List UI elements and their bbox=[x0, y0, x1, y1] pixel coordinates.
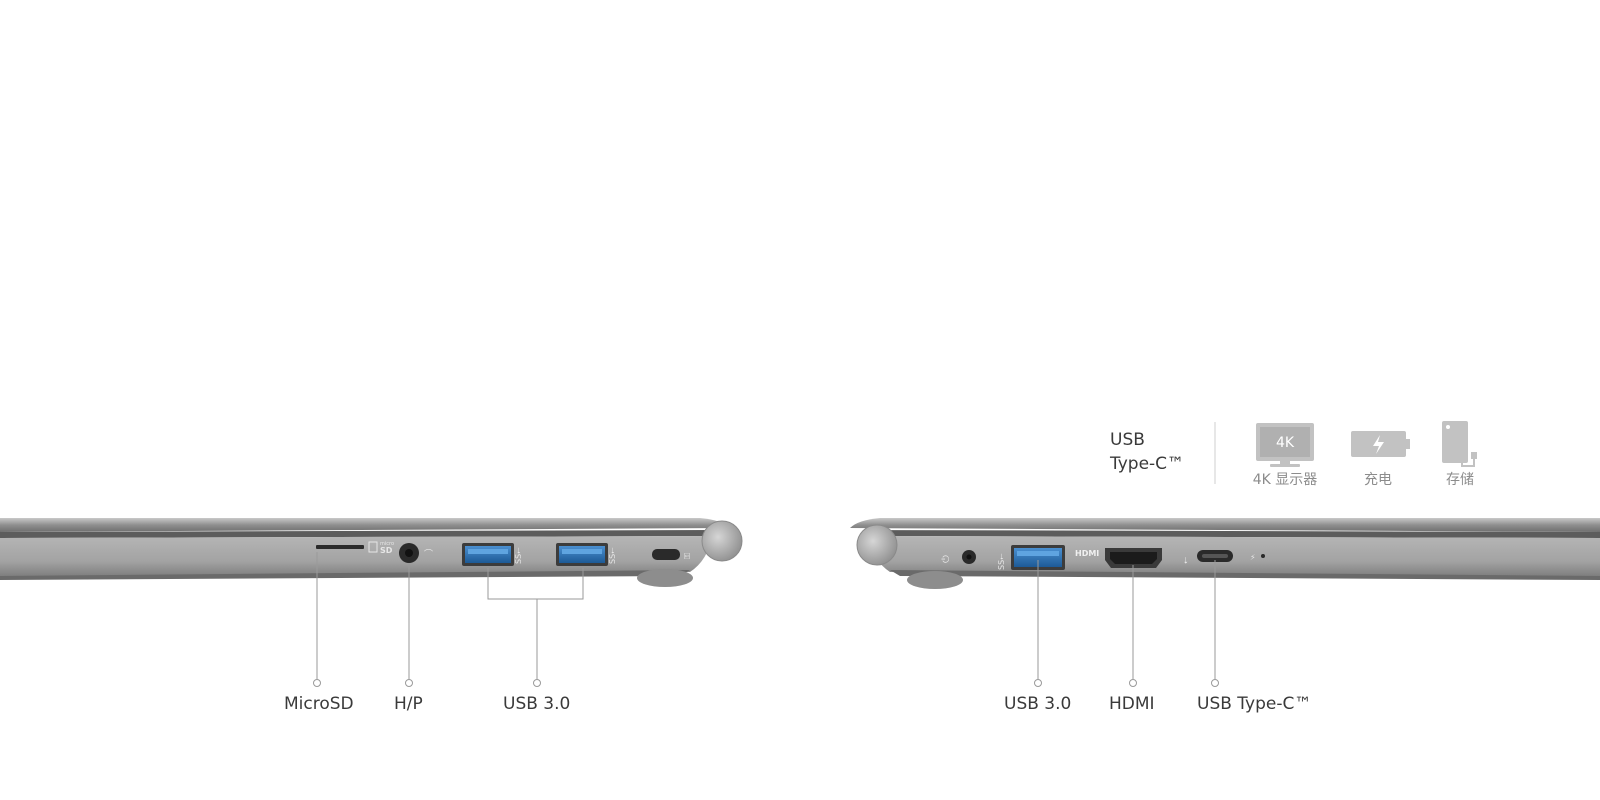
right-laptop: ⏻ SS⭠ HDMI ⭠ ⚡ bbox=[850, 518, 1600, 687]
power-led-mark-icon: ⚡ bbox=[1250, 553, 1256, 562]
kensington-lock-slot bbox=[652, 549, 680, 560]
usb-left-pin-dot bbox=[533, 679, 541, 687]
left-laptop: micro SD ⌒ SS⭠ SS⭠ ⚿ bbox=[0, 518, 743, 687]
label-usb-type-c: USB Type-C™ bbox=[1197, 694, 1312, 714]
right-lid bbox=[850, 518, 1600, 532]
left-lid bbox=[0, 518, 730, 532]
monitor-4k-icon: 4K bbox=[1256, 423, 1314, 467]
svg-text:4K: 4K bbox=[1276, 435, 1295, 451]
hdmi-pin-dot bbox=[1129, 679, 1137, 687]
label-hdmi: HDMI bbox=[1109, 694, 1155, 714]
left-leader-lines bbox=[316, 552, 584, 679]
label-headphone: H/P bbox=[394, 694, 423, 714]
usb-type-c-title-line1: USB bbox=[1110, 430, 1145, 450]
feature-label-4k-display: 4K 显示器 bbox=[1252, 472, 1318, 488]
left-base bbox=[0, 536, 712, 578]
svg-text:micro: micro bbox=[380, 541, 394, 547]
battery-charge-icon bbox=[1351, 431, 1410, 457]
usb-mark-icon: ⭠ bbox=[1181, 557, 1191, 564]
svg-text:SD: SD bbox=[380, 546, 393, 555]
usb-port-left-1 bbox=[462, 543, 514, 566]
external-storage-icon bbox=[1442, 421, 1477, 467]
feature-label-charging: 充电 bbox=[1364, 472, 1392, 488]
right-hinge bbox=[856, 524, 898, 566]
usb-port-right bbox=[1011, 545, 1065, 570]
right-seam bbox=[864, 530, 1600, 538]
right-leader-lines bbox=[1037, 560, 1216, 679]
ss-usb-mark-icon: SS⭠ bbox=[514, 547, 523, 564]
right-bottom-edge bbox=[890, 570, 1600, 580]
left-bottom-edge bbox=[0, 570, 690, 580]
usbc-pin-dot bbox=[1211, 679, 1219, 687]
left-hinge bbox=[701, 520, 743, 562]
ss-usb-mark-icon: SS⭠ bbox=[997, 553, 1006, 570]
usb-port-left-2 bbox=[556, 543, 608, 566]
feature-label-storage: 存储 bbox=[1446, 472, 1474, 488]
dc-power-mark-icon: ⏻ bbox=[941, 555, 952, 563]
label-usb-3-right: USB 3.0 bbox=[1004, 694, 1072, 714]
microsd-slot bbox=[316, 545, 364, 549]
hp-pin-dot bbox=[405, 679, 413, 687]
label-microsd: MicroSD bbox=[284, 694, 354, 714]
microsd-pin-dot bbox=[313, 679, 321, 687]
lock-mark-icon: ⚿ bbox=[683, 553, 692, 559]
label-usb-3-left: USB 3.0 bbox=[503, 694, 571, 714]
hdmi-mark: HDMI bbox=[1075, 549, 1099, 558]
usb-right-pin-dot bbox=[1034, 679, 1042, 687]
usb-type-c-title: USB Type-C™ bbox=[1110, 428, 1184, 476]
usb-type-c-title-line2: Type-C™ bbox=[1110, 454, 1185, 474]
status-led bbox=[1261, 554, 1265, 558]
ss-usb-mark-icon: SS⭠ bbox=[608, 547, 617, 564]
headphone-mark-icon: ⌒ bbox=[424, 549, 433, 560]
microsd-mark-icon: micro SD bbox=[368, 541, 394, 555]
left-foot bbox=[637, 569, 693, 587]
right-foot bbox=[907, 571, 963, 589]
left-seam bbox=[0, 530, 716, 538]
